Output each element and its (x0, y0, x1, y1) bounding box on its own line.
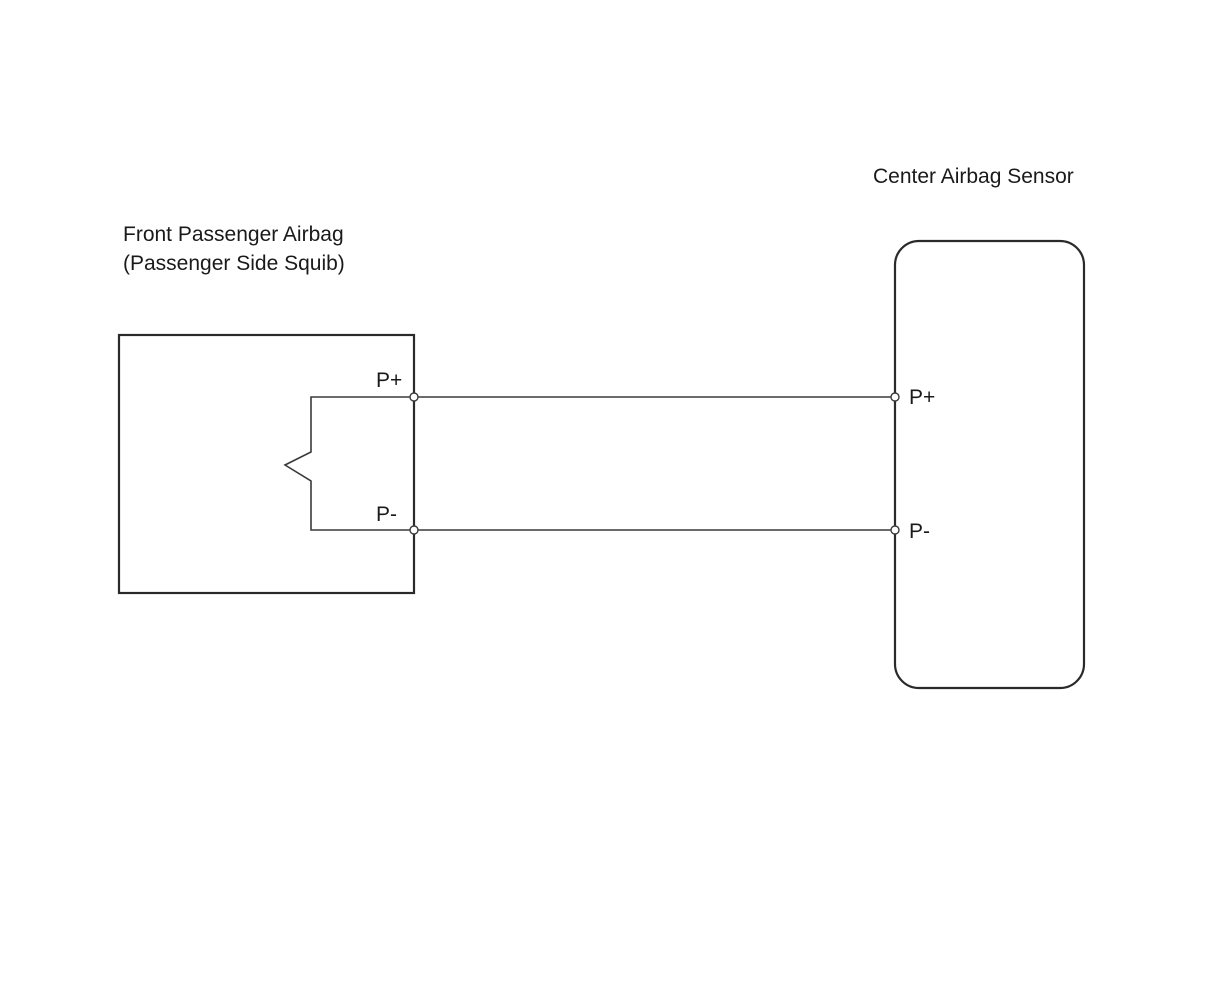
center-airbag-sensor-box (893, 239, 1086, 690)
airbag-terminal-p-plus-label: P+ (376, 369, 402, 392)
front-passenger-airbag-box (117, 333, 416, 595)
airbag-terminal-p-minus-dot (409, 525, 419, 535)
center-airbag-sensor-label: Center Airbag Sensor (873, 165, 1074, 188)
sensor-terminal-p-minus-label: P- (909, 520, 930, 543)
airbag-terminal-p-plus-dot (409, 392, 419, 402)
front-passenger-airbag-label: Front Passenger Airbag (123, 223, 344, 246)
squib-resistor-symbol (283, 396, 414, 531)
sensor-terminal-p-plus-dot (890, 392, 900, 402)
sensor-terminal-p-minus-dot (890, 525, 900, 535)
sensor-terminal-p-plus-label: P+ (909, 386, 935, 409)
airbag-terminal-p-minus-label: P- (376, 503, 397, 526)
passenger-side-squib-label: (Passenger Side Squib) (123, 252, 345, 275)
